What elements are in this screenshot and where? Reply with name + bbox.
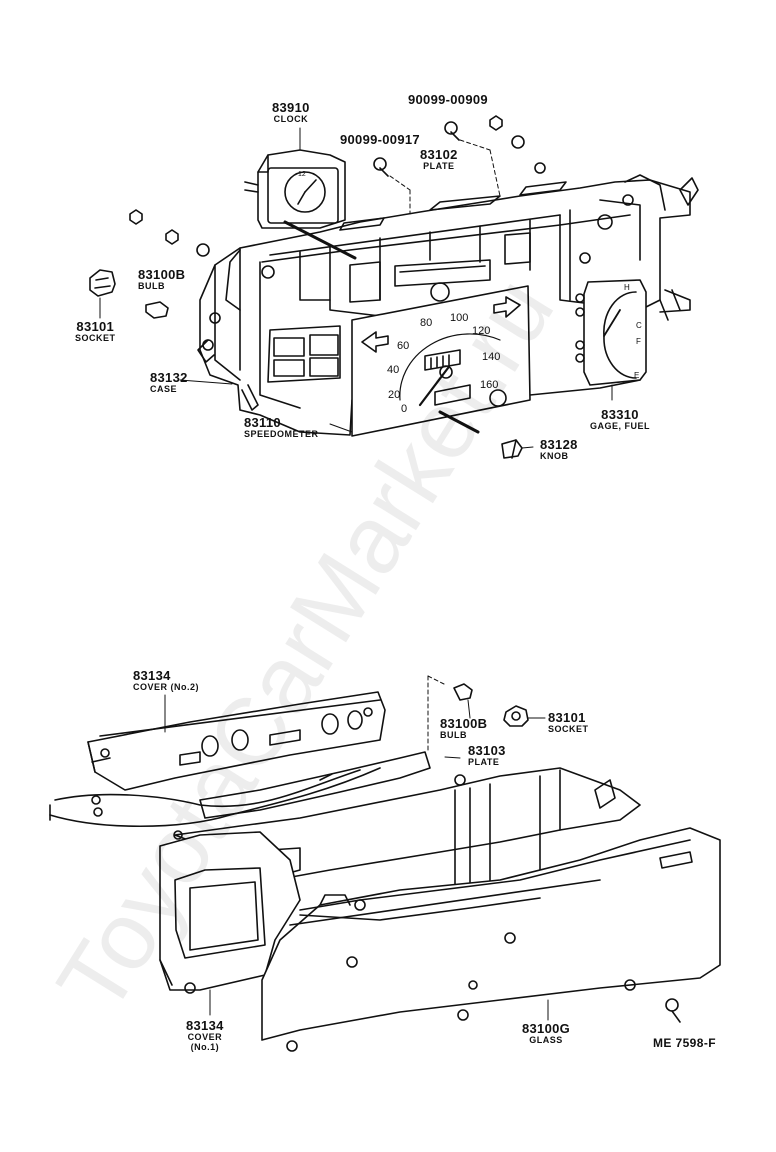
part-number: 90099-00917 [340,132,420,147]
part-name: COVER [187,1032,223,1042]
plate-upper-drawing [339,181,567,303]
part-number: 83101 [548,710,586,725]
label-bulb-upper: 83100B BULB [138,268,185,291]
label-clock: 83910 CLOCK [272,101,310,124]
part-number: 83910 [272,100,310,115]
part-number: 83110 [244,415,281,430]
part-name: SOCKET [75,333,116,343]
fuel-gage-drawing [575,279,681,386]
cover-no1-drawing [159,830,301,994]
speedo-scale-20: 20 [388,389,401,401]
part-name: KNOB [540,451,569,461]
nuts-upper [129,115,546,257]
speedo-scale-120: 120 [472,325,491,337]
part-number: 83103 [468,743,506,758]
part-number: 83100B [138,267,186,282]
screw-lower-drawing [665,998,681,1023]
part-name: PLATE [468,757,500,767]
speedo-scale-140: 140 [482,351,501,363]
label-knob: 83128 KNOB [540,438,578,461]
knob-drawing [501,439,523,459]
part-number: 83100B [440,716,488,731]
clock-face-12: 12 [298,171,306,178]
gauge-mark-h: H [624,283,630,292]
part-number: 83310 [601,407,639,422]
gauge-mark-c: C [636,321,642,330]
speedo-scale-40: 40 [387,364,400,376]
part-name: SPEEDOMETER [244,429,319,439]
clock-drawing [244,149,357,260]
part-number: 83102 [420,147,458,162]
gauge-mark-e: E [634,371,640,380]
label-speedometer: 83110 SPEEDOMETER [244,416,319,439]
glass-drawing [261,827,721,1052]
label-screw-b: 90099-00909 [408,93,488,106]
label-socket-upper: 83101 SOCKET [75,320,116,343]
label-fuel-gage: 83310 GAGE, FUEL [590,408,650,431]
part-number: 83128 [540,437,578,452]
label-plate-upper: 83102 PLATE [420,148,458,171]
part-name: PLATE [423,161,455,171]
label-glass: 83100G GLASS [522,1022,570,1045]
part-number: 83101 [76,319,115,334]
label-cover-no2: 83134 COVER (No.2) [133,669,199,692]
label-socket-lower: 83101 SOCKET [548,711,589,734]
part-number: 90099-00909 [408,92,488,107]
speedo-scale-100: 100 [450,312,469,324]
bulb-lower-drawing [453,683,473,701]
part-name: GLASS [529,1035,563,1045]
speedo-scale-0: 0 [401,403,408,415]
gauge-mark-f: F [636,337,641,346]
bulb-upper-drawing [145,301,169,319]
label-case: 83132 CASE [150,371,188,394]
socket-upper-drawing [89,269,116,297]
part-name-sub: (No.1) [190,1042,220,1052]
part-name: SOCKET [548,724,589,734]
label-screw-a: 90099-00917 [340,133,420,146]
plate-lower-drawing [49,751,431,828]
part-number: 83132 [150,370,188,385]
speedo-scale-60: 60 [397,340,410,352]
part-name: CASE [150,384,178,394]
drawing-code: ME 7598-F [653,1036,716,1050]
part-name: BULB [440,730,467,740]
part-name: COVER (No.2) [133,682,200,692]
part-number: 83134 [186,1018,224,1033]
part-name: CLOCK [273,114,309,124]
part-number: 83100G [522,1021,571,1036]
part-name: GAGE, FUEL [590,421,651,431]
part-name: BULB [138,281,165,291]
case-drawing [197,174,699,436]
label-bulb-lower: 83100B BULB [440,717,487,740]
cover-no2-drawing [87,691,386,791]
part-number: 83134 [133,668,171,683]
label-plate-lower: 83103 PLATE [468,744,506,767]
label-cover-no1: 83134 COVER (No.1) [186,1019,224,1052]
speedometer-drawing [351,285,531,437]
speedo-scale-160: 160 [480,379,499,391]
speedo-scale-80: 80 [420,317,433,329]
socket-lower-drawing [503,705,529,727]
